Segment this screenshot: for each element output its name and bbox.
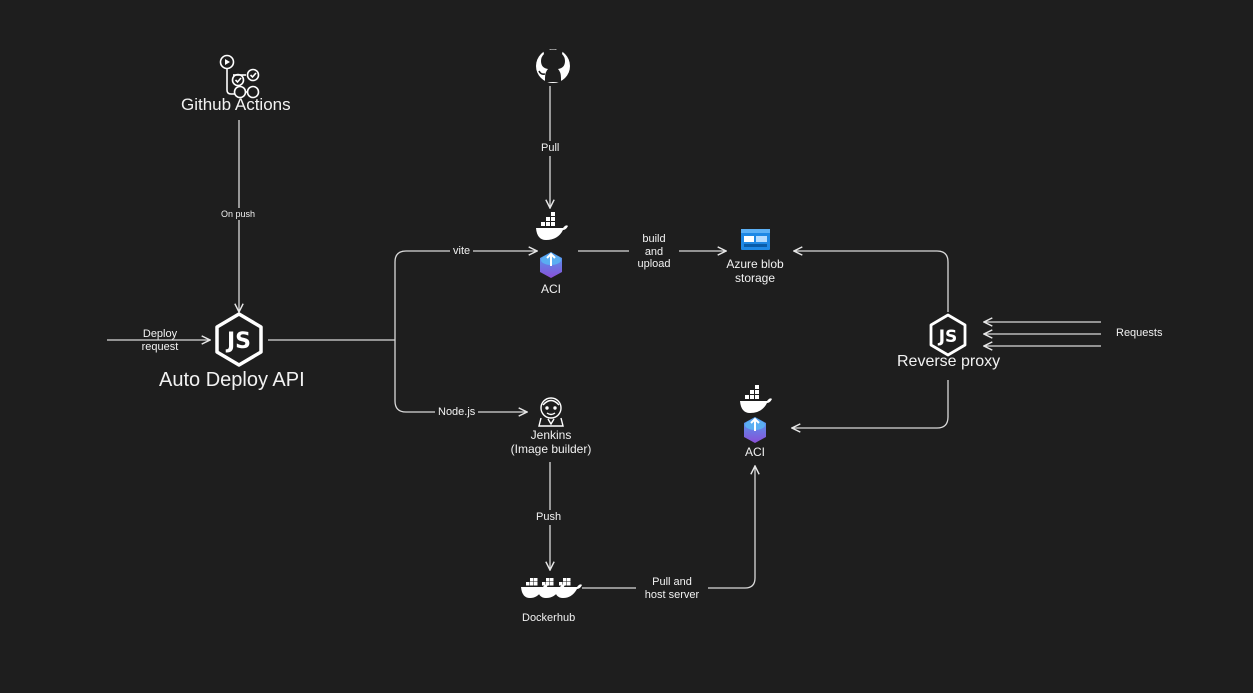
svg-text:JS: JS xyxy=(938,327,958,347)
jenkins-label-line2: (Image builder) xyxy=(510,441,592,456)
aci-icon-bottom xyxy=(744,417,766,443)
azure-blob-icon xyxy=(741,229,770,250)
jenkins-label: Jenkins (Image builder) xyxy=(505,428,597,457)
build-upload-label: build and upload xyxy=(629,232,679,272)
edge-vite xyxy=(394,251,537,340)
pull-label: Pull xyxy=(538,141,563,156)
pull-host-label: Pull and host server xyxy=(636,575,708,603)
azure-blob-label-line1: Azure blob xyxy=(726,257,784,271)
aci-top-label: ACI xyxy=(541,282,562,296)
requests-label: Requests xyxy=(1116,327,1163,339)
docker-icon-bottom xyxy=(740,385,772,413)
docker-icon-top xyxy=(536,212,568,240)
nodejs-icon-api: JS xyxy=(215,312,263,367)
build-upload-line3: upload xyxy=(637,258,671,271)
dockerhub-icon xyxy=(521,578,582,598)
pull-host-line2: host server xyxy=(644,588,700,601)
nodejs-icon-proxy: JS xyxy=(929,313,967,357)
edge-proxy-to-blob xyxy=(794,251,949,312)
azure-blob-label-line2: storage xyxy=(734,270,776,285)
jenkins-icon xyxy=(538,397,564,427)
jenkins-label-line1: Jenkins xyxy=(530,428,572,442)
deploy-request-label: Deploy request xyxy=(136,328,184,353)
push-label: Push xyxy=(533,510,565,525)
auto-deploy-api-label: Auto Deploy API xyxy=(159,369,305,391)
github-actions-icon xyxy=(219,54,260,99)
aci-icon-top xyxy=(540,252,562,278)
deploy-request-line1: Deploy xyxy=(142,328,178,340)
svg-text:JS: JS xyxy=(225,329,251,354)
edge-proxy-to-aci xyxy=(792,380,949,428)
dockerhub-label: Dockerhub xyxy=(522,612,576,624)
edge-nodejs xyxy=(394,340,527,412)
deploy-request-line2: request xyxy=(141,340,179,353)
vite-label: vite xyxy=(450,244,474,259)
github-actions-label: Github Actions xyxy=(181,95,291,114)
reverse-proxy-label: Reverse proxy xyxy=(897,353,1001,370)
build-upload-line2: and xyxy=(644,245,664,258)
build-upload-line1: build xyxy=(642,233,666,245)
github-icon xyxy=(536,48,570,83)
aci-bottom-label: ACI xyxy=(745,445,766,459)
nodejs-label: Node.js xyxy=(435,405,479,420)
on-push-label: On push xyxy=(218,208,259,221)
pull-host-line1: Pull and xyxy=(652,576,692,588)
azure-blob-label: Azure blob storage xyxy=(722,257,788,286)
edge-pull-host xyxy=(582,466,755,589)
